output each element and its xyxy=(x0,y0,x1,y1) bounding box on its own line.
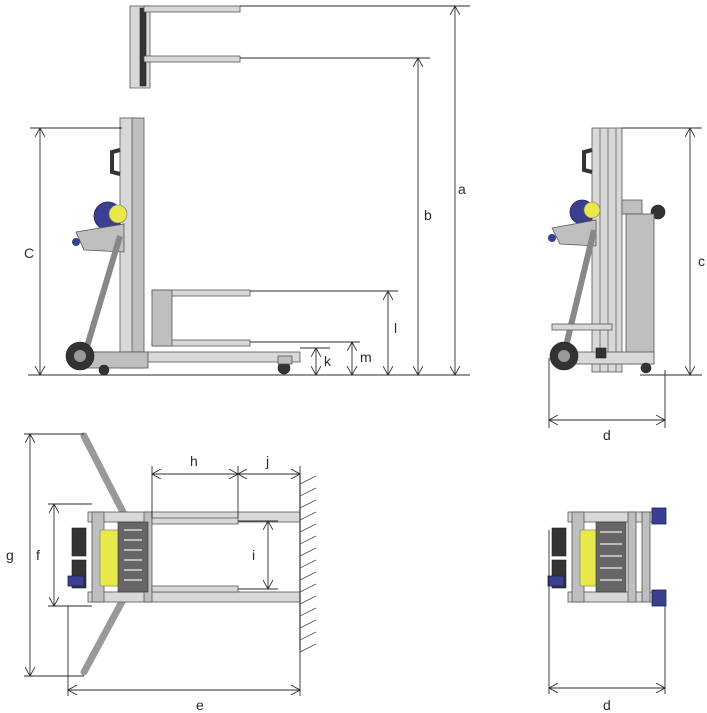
label-m: m xyxy=(360,349,372,365)
label-k: k xyxy=(324,353,332,369)
dimension-C: C xyxy=(24,128,122,375)
dimension-h: h xyxy=(152,453,238,518)
dimension-j: j xyxy=(238,453,300,476)
dimension-d-top: d xyxy=(549,530,665,713)
label-f: f xyxy=(36,547,40,563)
label-l: l xyxy=(394,320,397,336)
label-i: i xyxy=(252,547,255,563)
dimension-d-side: d xyxy=(549,358,665,443)
wall-hatching xyxy=(299,475,317,653)
dimension-i: i xyxy=(238,521,278,589)
label-h: h xyxy=(190,453,198,469)
dimension-a: a xyxy=(240,6,470,375)
label-c: c xyxy=(698,253,705,269)
label-a: a xyxy=(458,181,466,197)
dimension-l: l xyxy=(250,291,398,375)
label-C: C xyxy=(24,245,34,261)
label-g: g xyxy=(6,547,14,563)
dimension-e: e xyxy=(68,606,300,713)
label-d-top: d xyxy=(603,697,611,713)
dimension-f: f xyxy=(36,504,92,606)
dimension-c: c xyxy=(622,128,705,375)
label-j: j xyxy=(265,453,269,469)
label-b: b xyxy=(424,207,432,223)
side-view-collapsed xyxy=(548,127,666,374)
top-view-collapsed xyxy=(547,507,667,607)
dimension-k: k xyxy=(300,348,332,375)
side-view-extended xyxy=(65,5,301,376)
dimension-g: g xyxy=(6,434,84,676)
top-view-extended xyxy=(67,432,317,676)
label-d-side: d xyxy=(603,427,611,443)
dimension-m: m xyxy=(250,342,372,375)
label-e: e xyxy=(196,697,204,713)
dimension-b: b xyxy=(240,58,432,375)
